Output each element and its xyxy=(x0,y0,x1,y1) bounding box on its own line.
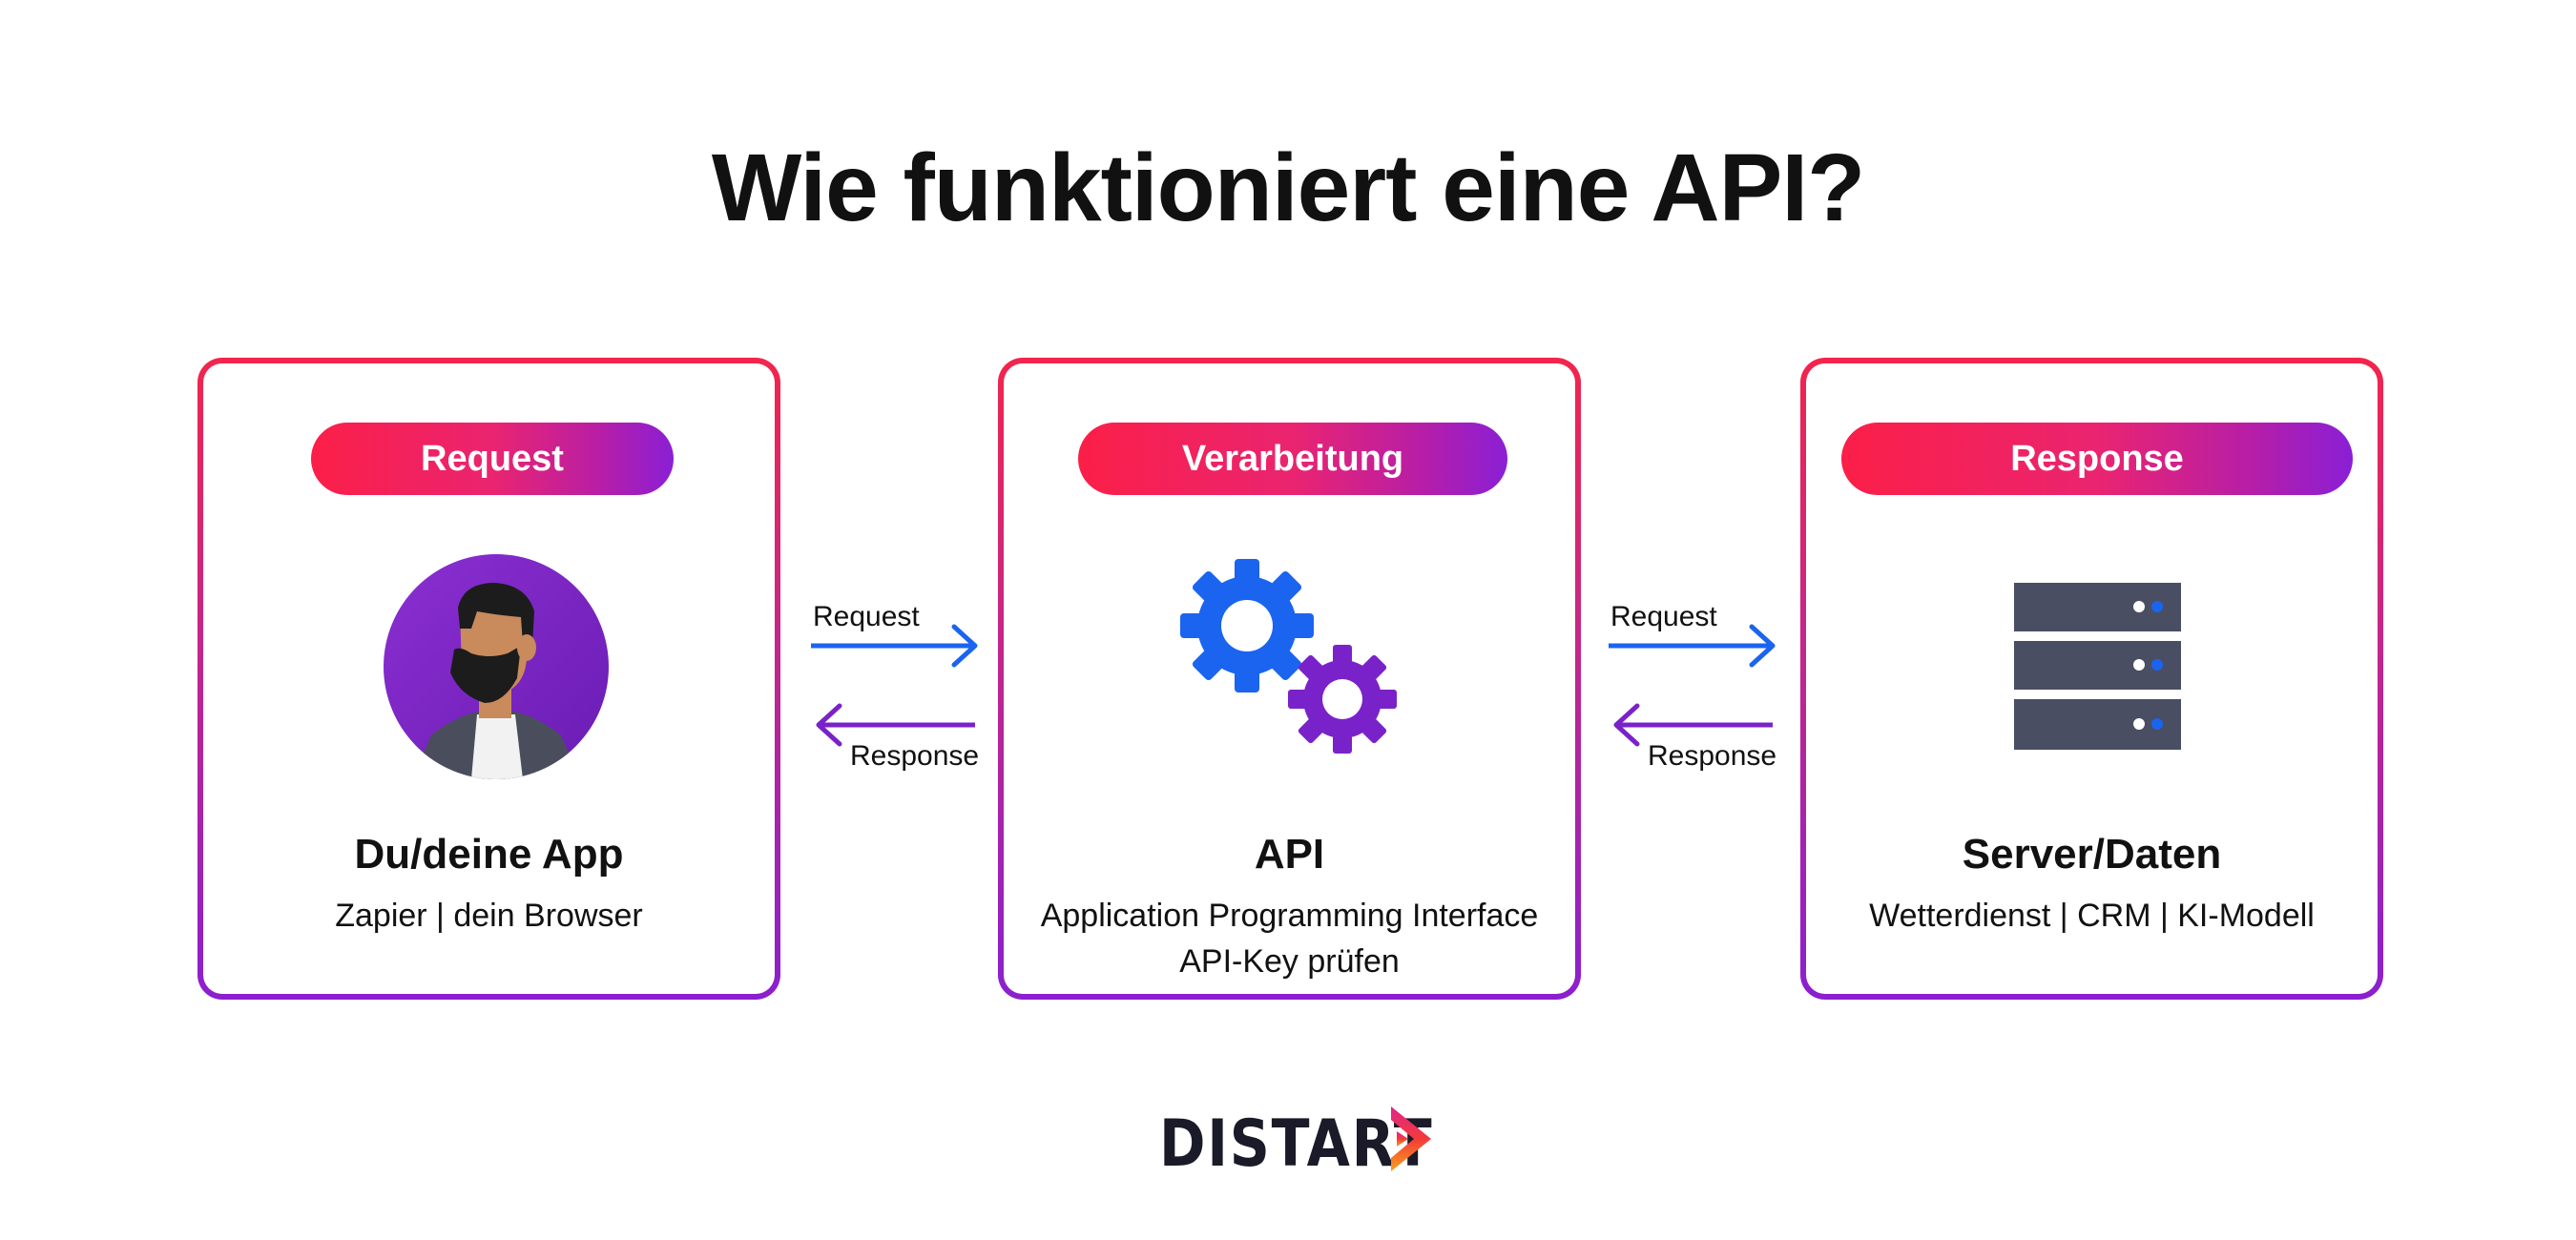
arrow-2-request xyxy=(1609,624,1776,668)
client-title: Du/deine App xyxy=(354,831,624,878)
api-subtitle-2: API-Key prüfen xyxy=(1179,943,1400,980)
arrow-1-request xyxy=(811,624,978,668)
logo-text: DISTART xyxy=(1159,1106,1434,1182)
arrow-2-response-label: Response xyxy=(1648,740,1777,772)
arrow-2-request-label: Request xyxy=(1610,601,1717,632)
api-title: API xyxy=(1254,831,1325,878)
arrow-2-response xyxy=(1613,703,1773,747)
page-title: Wie funktioniert eine API? xyxy=(711,134,1865,241)
gears-icon xyxy=(1180,559,1397,754)
server-icon xyxy=(2014,583,2181,750)
processing-pill: Verarbeitung xyxy=(1078,423,1507,495)
server-title: Server/Daten xyxy=(1962,831,2222,878)
client-subtitle: Zapier | dein Browser xyxy=(335,898,643,934)
server-card: Response Server/Daten Wetterdienst | CRM… xyxy=(1800,358,2383,1000)
arrow-1-response-label: Response xyxy=(850,740,980,772)
server-subtitle: Wetterdienst | CRM | KI-Modell xyxy=(1869,898,2315,934)
arrow-1-response xyxy=(816,703,975,747)
arrow-1-request-label: Request xyxy=(813,601,920,632)
api-card: Verarbeitung xyxy=(998,358,1581,1000)
request-pill: Request xyxy=(311,423,674,495)
user-avatar-icon xyxy=(384,554,609,779)
response-pill: Response xyxy=(1841,423,2353,495)
api-subtitle: Application Programming Interface xyxy=(1040,898,1539,934)
logo-play-icon xyxy=(1391,1106,1431,1171)
client-card: Request Du/deine App Zapier | dei xyxy=(197,358,780,1000)
